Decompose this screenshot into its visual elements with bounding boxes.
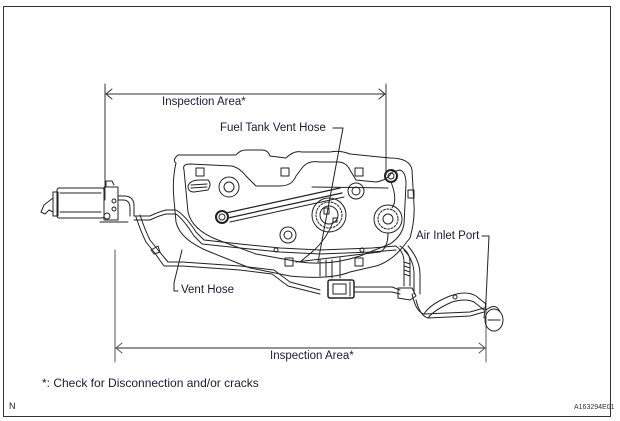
inspection-area-bottom-label: Inspection Area* <box>270 350 354 362</box>
vent-hose-label: Vent Hose <box>181 284 235 296</box>
figure-frame <box>3 6 611 417</box>
vapor-lines <box>133 209 504 332</box>
arrow-right-icon <box>478 342 486 354</box>
top-inspection-dimension <box>104 83 387 201</box>
arrow-left-icon <box>105 88 113 100</box>
fuel-tank-vent-hose-leader <box>317 127 344 263</box>
inspection-area-top-label: Inspection Area* <box>162 96 246 108</box>
footnote: *: Check for Disconnection and/or cracks <box>42 376 259 390</box>
fuel-tank <box>172 149 415 279</box>
charcoal-canister <box>40 180 135 223</box>
air-inlet-port-label: Air Inlet Port <box>416 230 480 242</box>
air-inlet-port-leader <box>481 235 490 319</box>
fuel-tank-vent-hose-label: Fuel Tank Vent Hose <box>220 122 326 134</box>
view-marker: N <box>9 401 16 411</box>
figure-code: A163294E01 <box>574 404 615 411</box>
arrow-right-icon <box>378 88 386 100</box>
arrow-left-icon <box>115 342 123 354</box>
bottom-inspection-dimension <box>114 249 487 363</box>
